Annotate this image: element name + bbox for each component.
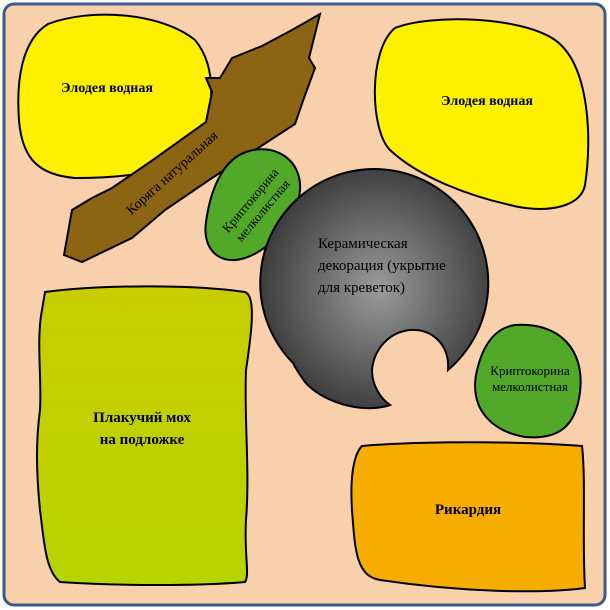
ceramic-label-line3: для креветок) — [318, 280, 405, 296]
elodea-right-label: Элодея водная — [441, 94, 533, 109]
moss-label-line1: Плакучий мох — [93, 410, 191, 426]
driftwood-zone — [62, 11, 322, 264]
cryptocoryne-right-label-line1: Криптокорина — [490, 363, 570, 378]
weeping-moss-zone — [36, 285, 253, 586]
cryptocoryne-right-label-line2: мелколистная — [492, 379, 568, 394]
elodea-left-label: Элодея водная — [61, 81, 153, 96]
ceramic-decoration-zone — [259, 168, 490, 410]
elodea-right-zone — [373, 18, 590, 210]
ceramic-label-line2: декорация (укрытие — [318, 258, 446, 274]
ricardia-label: Рикардия — [435, 502, 501, 518]
moss-label-line2: на подложке — [100, 432, 185, 448]
ceramic-label-line1: Керамическая — [318, 236, 408, 252]
ricardia-zone — [350, 441, 587, 593]
cryptocoryne-right-zone — [474, 323, 582, 439]
